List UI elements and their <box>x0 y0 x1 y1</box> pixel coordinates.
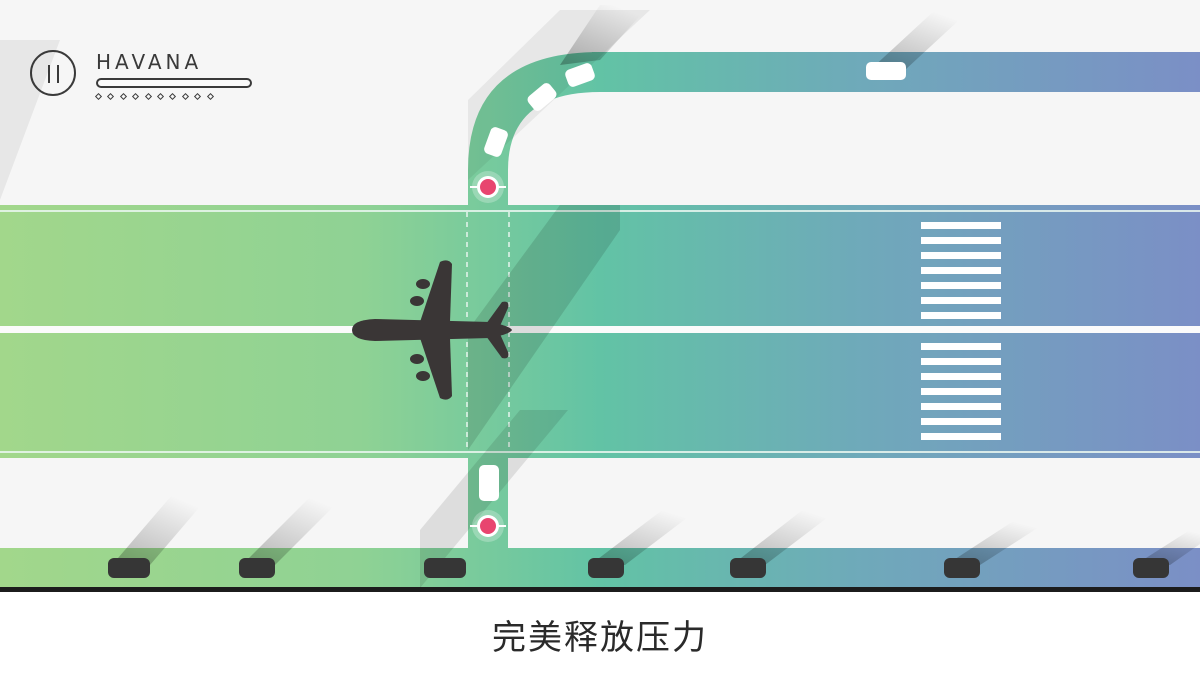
diamond-marker-icon <box>107 92 115 101</box>
diamond-marker-icon <box>119 92 127 101</box>
airport-scene <box>0 5 1200 590</box>
hold-point-bottom <box>470 510 506 542</box>
diamond-marker-icon <box>156 92 164 101</box>
airplane-icon <box>352 260 512 400</box>
crossing-shadow <box>468 205 620 450</box>
runway <box>0 205 1200 458</box>
light-vehicle <box>479 465 499 501</box>
diamond-marker-icon <box>181 92 189 101</box>
caption-bar: 完美释放压力 <box>0 590 1200 675</box>
diamond-marker-icon <box>144 92 152 101</box>
pause-button[interactable] <box>30 50 76 96</box>
ground-vehicles <box>108 558 1169 578</box>
hud: HAVANA <box>30 50 270 110</box>
diamond-marker-icon <box>169 92 177 101</box>
vehicle-trails <box>112 5 1200 565</box>
progress-markers <box>94 92 214 101</box>
diamond-marker-icon <box>194 92 202 101</box>
baggage-train <box>484 63 595 157</box>
diamond-marker-icon <box>206 92 214 101</box>
level-name: HAVANA <box>96 50 203 74</box>
level-progress-bar <box>96 78 252 88</box>
game-stage[interactable]: HAVANA <box>0 0 1200 590</box>
threshold-stripes <box>921 222 1001 440</box>
diamond-marker-icon <box>94 92 103 101</box>
pause-icon <box>57 65 59 83</box>
hold-point-top <box>470 171 506 203</box>
caption-text: 完美释放压力 <box>492 618 708 658</box>
pause-icon <box>48 65 50 83</box>
diamond-marker-icon <box>132 92 140 101</box>
light-vehicle <box>866 62 906 80</box>
